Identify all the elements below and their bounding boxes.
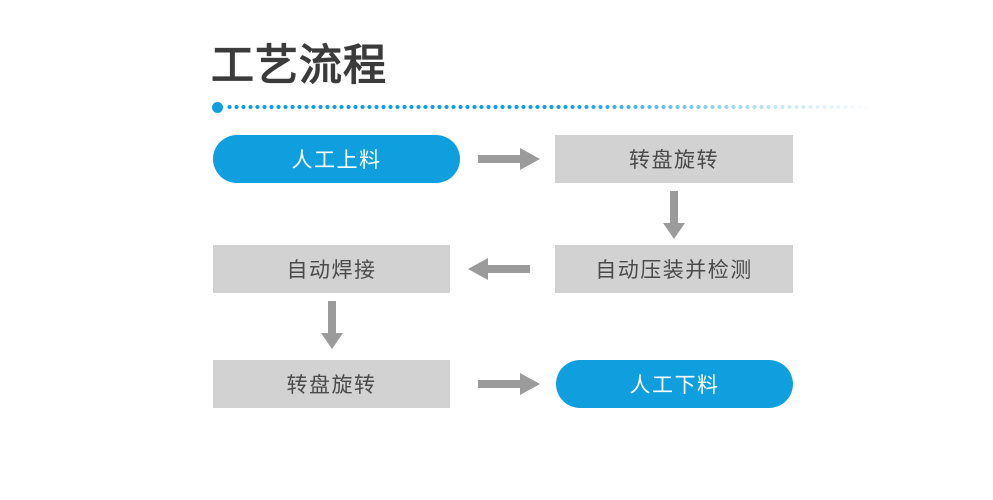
flow-node-manual-load[interactable]: 人工上料 (213, 135, 460, 183)
divider-lead-dot (212, 102, 223, 113)
page-title: 工艺流程 (211, 42, 387, 90)
dotted-divider (212, 101, 872, 114)
arrow-down-icon-2 (320, 301, 344, 349)
flow-node-manual-unload[interactable]: 人工下料 (556, 360, 793, 408)
flow-node-turntable-1[interactable]: 转盘旋转 (555, 135, 793, 183)
arrow-right-icon (478, 147, 540, 171)
flow-node-turntable-2[interactable]: 转盘旋转 (213, 360, 450, 408)
flow-node-press-inspect[interactable]: 自动压装并检测 (555, 245, 793, 293)
arrow-left-icon (468, 257, 530, 281)
arrow-down-icon (662, 191, 686, 239)
flow-node-auto-weld[interactable]: 自动焊接 (213, 245, 450, 293)
arrow-right-icon-2 (478, 372, 540, 396)
divider-dot-trail (226, 105, 872, 109)
